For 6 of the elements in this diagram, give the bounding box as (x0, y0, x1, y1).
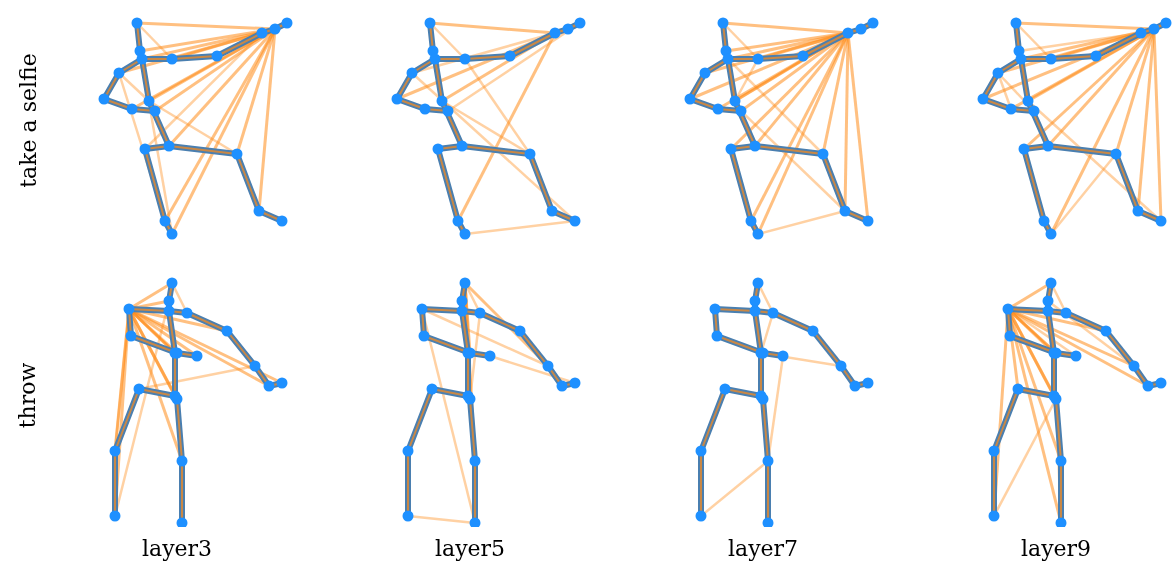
column-label: layer7 (728, 536, 799, 561)
row-label: take a selfie (15, 52, 41, 188)
row-label: throw (15, 362, 41, 428)
column-label: layer5 (435, 536, 506, 561)
column-label: layer9 (1021, 536, 1092, 561)
column-label: layer3 (142, 536, 213, 561)
